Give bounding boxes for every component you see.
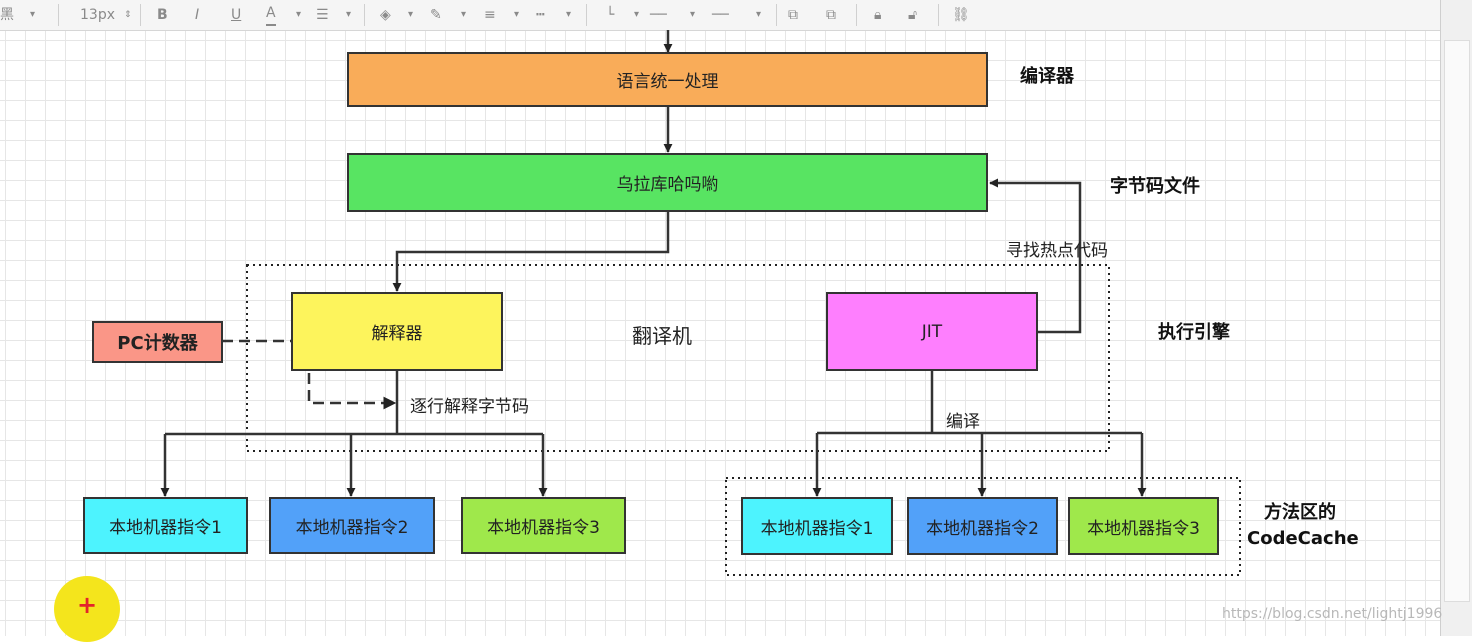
right-instr-label-2: 本地机器指令2 [926, 518, 1039, 539]
underline-button[interactable]: U [231, 7, 242, 23]
font-color-button[interactable]: A [266, 6, 276, 26]
left-instr-box-2[interactable]: 本地机器指令2 [269, 497, 435, 554]
codecache-label: CodeCache [1247, 528, 1359, 549]
right-instr-label-1: 本地机器指令1 [760, 518, 874, 539]
connector-dropdown-icon[interactable]: ▾ [634, 9, 640, 20]
link-icon[interactable]: ⛓ [952, 7, 970, 23]
left-instr-label-2: 本地机器指令2 [295, 518, 409, 538]
connector-icon[interactable]: └ [606, 7, 615, 23]
add-shape-button[interactable]: + [54, 576, 120, 642]
toolbar-divider [58, 4, 59, 26]
unify-processing-label: 语言统一处理 [616, 72, 719, 92]
italic-button[interactable]: I [195, 7, 200, 23]
side-scrollbar[interactable] [1444, 40, 1470, 602]
unify-processing-box[interactable]: 语言统一处理 [347, 52, 988, 107]
line-by-line-label: 逐行解释字节码 [410, 397, 529, 417]
pc-counter-box[interactable]: PC计数器 [92, 321, 223, 363]
pc-counter-label: PC计数器 [117, 333, 198, 354]
lock-icon[interactable]: 🔒︎ [874, 7, 882, 23]
jit-label: JIT [921, 321, 943, 342]
toolbar-divider [586, 4, 587, 26]
font-name-dropdown-icon[interactable]: ▾ [30, 9, 36, 20]
fill-color-icon[interactable]: ◈ [380, 7, 391, 23]
font-color-dropdown-icon[interactable]: ▾ [296, 9, 302, 20]
align-icon[interactable]: ☰ [316, 7, 329, 23]
right-instr-box-1[interactable]: 本地机器指令1 [741, 497, 893, 555]
toolbar-divider [856, 4, 857, 26]
line-color-dropdown-icon[interactable]: ▾ [461, 9, 467, 20]
line-width-icon[interactable]: ≡ [484, 7, 496, 23]
left-instr-label-1: 本地机器指令1 [109, 518, 222, 538]
method-area-label: 方法区的 [1264, 502, 1336, 523]
unlock-icon[interactable]: 🔓︎ [908, 7, 918, 23]
bytecode-box[interactable]: 乌拉库哈吗喲 [347, 153, 988, 212]
line-style-dropdown-icon[interactable]: ▾ [566, 9, 572, 20]
watermark-text: https://blog.csdn.net/lightj1996 [1222, 606, 1443, 622]
line-start-dropdown-icon[interactable]: ▾ [690, 9, 696, 20]
line-color-icon[interactable]: ✎ [430, 7, 442, 23]
toolbar-divider [364, 4, 365, 26]
jit-box[interactable]: JIT [826, 292, 1038, 371]
align-dropdown-icon[interactable]: ▾ [346, 9, 352, 20]
arrow-pc-counter-dashed [222, 339, 397, 410]
execution-engine-label: 执行引擎 [1158, 322, 1230, 343]
toolbar-divider [776, 4, 777, 26]
find-hot-code-label: 寻找热点代码 [1006, 241, 1108, 261]
execution-engine-container [246, 264, 1110, 452]
toolbar-divider [938, 4, 939, 26]
interpreter-label: 解释器 [371, 324, 423, 344]
bold-button[interactable]: B [157, 7, 168, 23]
fill-dropdown-icon[interactable]: ▾ [408, 9, 414, 20]
bytecode-file-label: 字节码文件 [1110, 176, 1200, 197]
line-end-icon[interactable]: ── [712, 7, 729, 23]
font-size-stepper-icon[interactable]: ⇕ [124, 10, 132, 20]
line-width-dropdown-icon[interactable]: ▾ [514, 9, 520, 20]
left-instr-label-3: 本地机器指令3 [487, 518, 600, 538]
plus-icon: + [76, 591, 98, 619]
toolbar: 黑 ▾ 13px ⇕ B I U A ▾ ☰ ▾ ◈ ▾ ✎ ▾ ≡ ▾ ┅ ▾… [0, 0, 1440, 31]
left-instr-box-1[interactable]: 本地机器指令1 [83, 497, 248, 554]
font-size-input[interactable]: 13px [80, 7, 115, 23]
font-name-select[interactable]: 黑 [0, 7, 14, 23]
arrow-jit-to-bytecode [989, 178, 1082, 334]
line-start-icon[interactable]: ── [650, 7, 667, 23]
bytecode-label: 乌拉库哈吗喲 [616, 175, 719, 195]
right-instr-box-3[interactable]: 本地机器指令3 [1068, 497, 1219, 555]
interpreter-box[interactable]: 解释器 [291, 292, 503, 371]
right-instr-box-2[interactable]: 本地机器指令2 [907, 497, 1058, 555]
line-style-icon[interactable]: ┅ [536, 7, 545, 23]
diagram-connectors [160, 30, 1241, 576]
line-end-dropdown-icon[interactable]: ▾ [756, 9, 762, 20]
left-instr-box-3[interactable]: 本地机器指令3 [461, 497, 626, 554]
send-back-icon[interactable]: ⧉ [826, 7, 836, 23]
toolbar-divider [140, 4, 141, 26]
bring-front-icon[interactable]: ⧉ [788, 7, 798, 23]
compile-label: 编译 [946, 412, 980, 432]
arrow-bytecode-to-interpreter [392, 212, 670, 292]
right-instr-label-3: 本地机器指令3 [1087, 518, 1200, 539]
compiler-label: 编译器 [1020, 66, 1074, 87]
translator-label: 翻译机 [632, 324, 692, 348]
